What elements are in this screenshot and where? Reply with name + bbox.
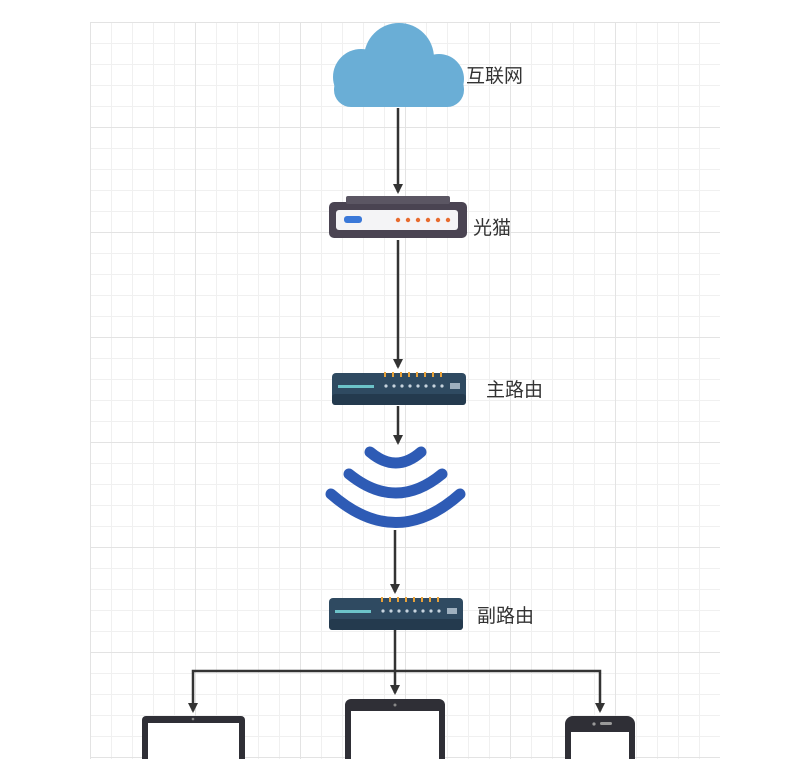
sub-router-label: 副路由	[477, 605, 535, 627]
edge-sub-router-to-laptop	[188, 669, 395, 713]
tablet-icon	[345, 699, 445, 759]
internet-label: 互联网	[466, 65, 524, 87]
wifi-signal-icon	[325, 446, 466, 528]
main-router-label: 主路由	[486, 379, 544, 401]
laptop-icon	[142, 716, 245, 759]
edges	[188, 108, 605, 713]
phone-icon	[565, 716, 635, 759]
router-icon	[329, 597, 463, 630]
optical-modem-icon	[329, 196, 467, 238]
router-icon	[332, 372, 466, 405]
cloud-icon	[333, 23, 464, 107]
edge-sub-router-to-phone	[395, 669, 605, 713]
modem-label: 光猫	[473, 217, 512, 239]
